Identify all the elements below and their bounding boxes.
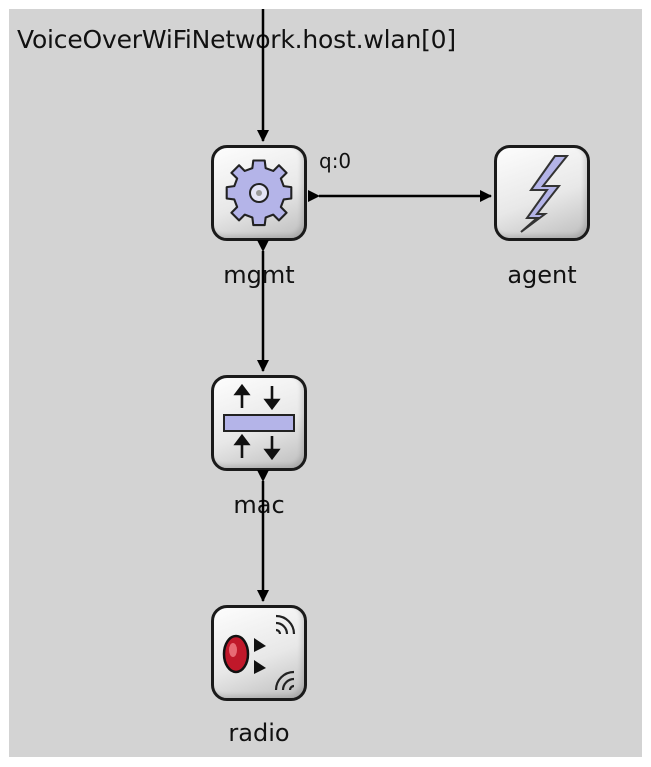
lightning-icon: [520, 155, 570, 233]
gate-label: q:0: [319, 149, 352, 173]
mgmt-module[interactable]: [211, 145, 307, 241]
mac-module[interactable]: [211, 375, 307, 471]
network-canvas: VoiceOverWiFiNetwork.host.wlan[0] mgmt q…: [9, 9, 642, 757]
radio-module[interactable]: [211, 605, 307, 701]
gear-icon: [225, 159, 293, 227]
agent-label: agent: [507, 261, 577, 289]
radio-label: radio: [228, 719, 290, 747]
queue-arrows-icon: [223, 383, 295, 461]
agent-module[interactable]: [494, 145, 590, 241]
radio-antenna-icon: [222, 614, 296, 691]
connections-layer: [257, 9, 492, 602]
network-path-title: VoiceOverWiFiNetwork.host.wlan[0]: [17, 25, 456, 54]
